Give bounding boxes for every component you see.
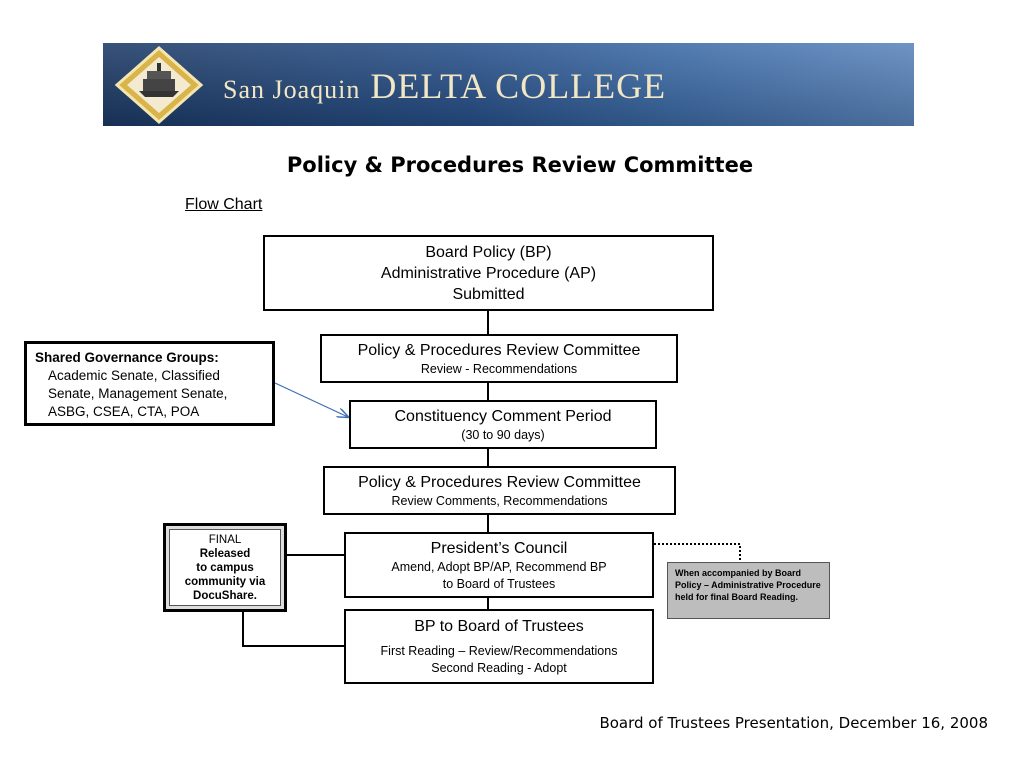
flow-chart-label: Flow Chart	[185, 196, 263, 213]
review2-sub: Review Comments, Recommendations	[391, 493, 608, 508]
submitted-line3: Submitted	[452, 285, 525, 303]
final-inner: FINAL Released to campus community via D…	[169, 529, 281, 606]
submitted-line1: Board Policy (BP)	[425, 243, 552, 261]
box-comment-period: Constituency Comment Period (30 to 90 da…	[349, 400, 657, 449]
footer-text: Board of Trustees Presentation, December…	[599, 714, 988, 732]
box-board-reading-note: When accompanied by Board Policy – Admin…	[667, 562, 830, 619]
final-line5: DocuShare.	[193, 589, 257, 602]
submitted-line2: Administrative Procedure (AP)	[380, 264, 597, 282]
final-line3: to campus	[196, 561, 254, 574]
council-title: President’s Council	[430, 539, 568, 557]
box-presidents-council: President’s Council Amend, Adopt BP/AP, …	[344, 532, 654, 598]
connector-final-trustees	[242, 612, 344, 647]
arrow-shared-to-comment	[274, 382, 348, 417]
shared-line1: Academic Senate, Classified	[48, 368, 220, 383]
box-bp-ap-submitted: Board Policy (BP) Administrative Procedu…	[263, 235, 714, 311]
shared-line3: ASBG, CSEA, CTA, POA	[48, 404, 200, 419]
review1-title: Policy & Procedures Review Committee	[357, 341, 641, 359]
box-review-committee-2: Policy & Procedures Review Committee Rev…	[323, 466, 676, 515]
box-final-release: FINAL Released to campus community via D…	[163, 523, 287, 612]
council-sub1: Amend, Adopt BP/AP, Recommend BP	[391, 559, 607, 574]
banner-title-main: DELTA COLLEGE	[370, 66, 667, 106]
council-sub2: to Board of Trustees	[442, 576, 556, 591]
box-shared-governance: Shared Governance Groups: Academic Senat…	[24, 341, 275, 426]
banner-title: San Joaquin DELTA COLLEGE	[223, 65, 666, 107]
comment-sub: (30 to 90 days)	[461, 427, 545, 442]
review2-title: Policy & Procedures Review Committee	[358, 473, 641, 491]
final-line4: community via	[184, 575, 266, 588]
trustees-title: BP to Board of Trustees	[414, 618, 584, 635]
banner-title-prefix: San Joaquin	[223, 75, 361, 104]
box-review-committee-1: Policy & Procedures Review Committee Rev…	[320, 334, 678, 383]
college-seal-icon	[114, 46, 204, 124]
trustees-sub1: First Reading – Review/Recommendations	[380, 644, 618, 658]
shared-heading: Shared Governance Groups:	[35, 350, 219, 365]
box-board-of-trustees: BP to Board of Trustees First Reading – …	[344, 609, 654, 684]
page-title: Policy & Procedures Review Committee	[286, 153, 754, 177]
connector-council-note	[654, 543, 741, 562]
college-banner: San Joaquin DELTA COLLEGE	[103, 43, 914, 126]
comment-title: Constituency Comment Period	[394, 407, 612, 425]
final-line1: FINAL	[208, 533, 242, 546]
shared-line2: Senate, Management Senate,	[48, 386, 228, 401]
review1-sub: Review - Recommendations	[420, 361, 578, 376]
note-text: When accompanied by Board Policy – Admin…	[675, 568, 821, 602]
trustees-sub2: Second Reading - Adopt	[431, 661, 567, 675]
final-line2: Released	[199, 547, 251, 560]
